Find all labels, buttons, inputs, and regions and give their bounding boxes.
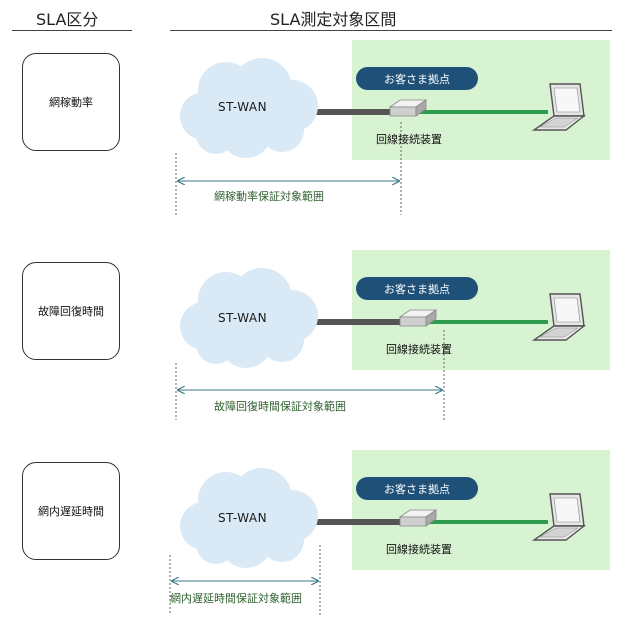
network-label: ST-WAN [218,100,268,114]
row-graphics-availability [175,58,585,215]
row-graphics-recovery-time [175,268,585,420]
scope-range-label: 網稼動率保証対象範囲 [214,190,324,203]
scope-range-label: 網内遅延時間保証対象範囲 [170,592,302,605]
category-box-availability: 網稼動率 [22,53,120,151]
device-label: 回線接続装置 [386,343,452,356]
laptop-icon [533,83,585,131]
category-header-underline [12,30,132,31]
category-label: 故障回復時間 [38,305,104,318]
device-label: 回線接続装置 [376,133,442,146]
row-graphics-latency [169,468,585,615]
customer-site-label: お客さま拠点 [356,277,478,300]
category-label: 網稼動率 [49,96,93,109]
scope-range-label: 故障回復時間保証対象範囲 [214,400,346,413]
laptop-icon [533,493,585,541]
category-label: 網内遅延時間 [38,505,104,518]
customer-site-label: お客さま拠点 [356,477,478,500]
scope-header-underline [170,30,612,31]
device-label: 回線接続装置 [386,543,452,556]
network-label: ST-WAN [218,311,268,325]
category-box-recovery-time: 故障回復時間 [22,262,120,360]
category-header: SLA区分 [36,10,99,29]
category-box-latency: 網内遅延時間 [22,462,120,560]
laptop-icon [533,293,585,341]
network-label: ST-WAN [218,511,268,525]
customer-site-label: お客さま拠点 [356,67,478,90]
scope-header: SLA測定対象区間 [270,10,397,29]
